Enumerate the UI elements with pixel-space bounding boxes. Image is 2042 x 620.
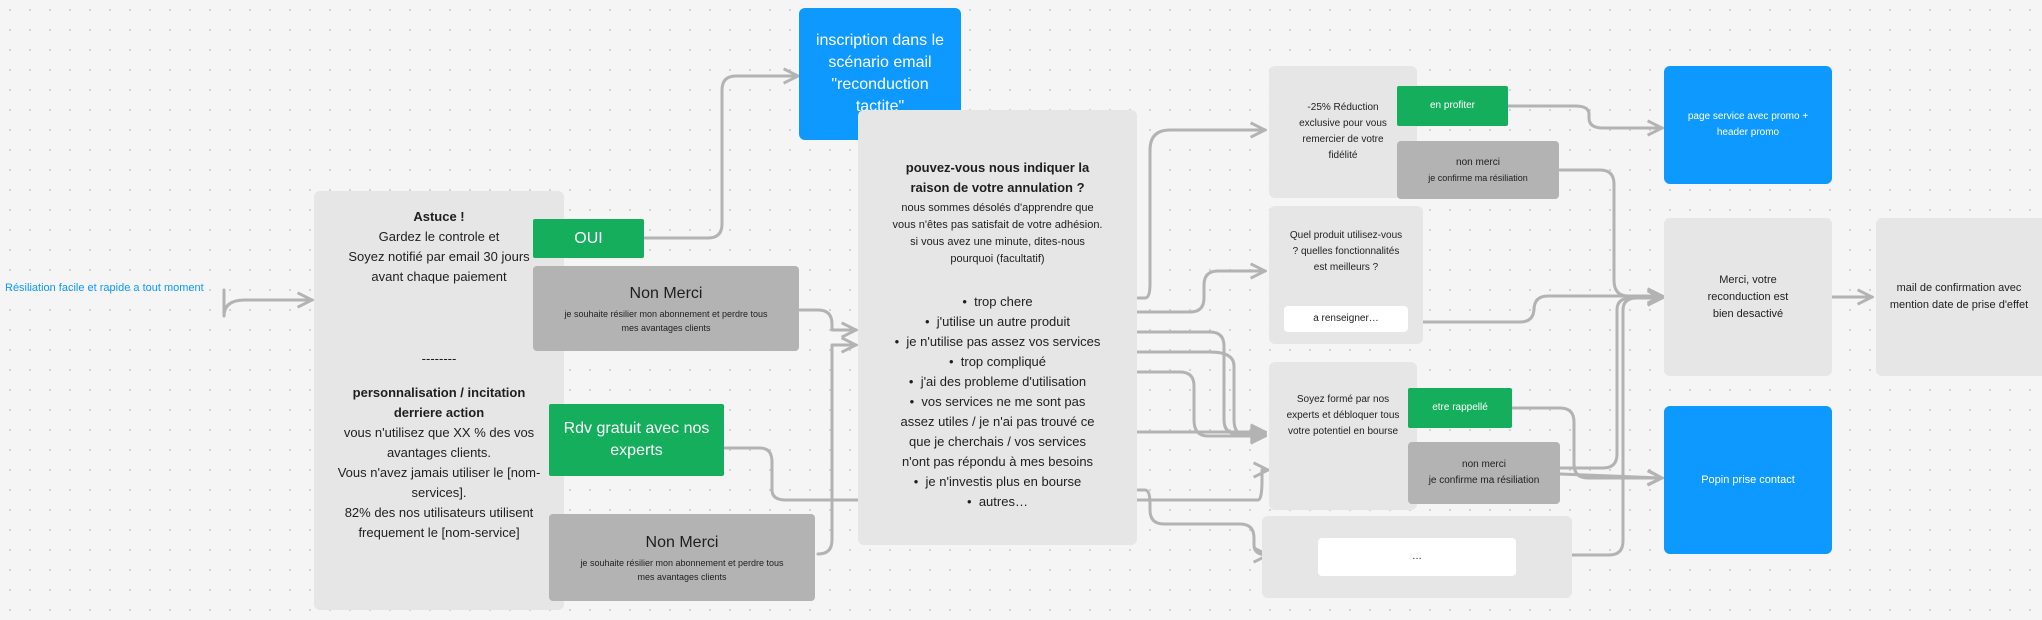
mail-label: mail de confirmation avec mention date d… [1889, 282, 2029, 311]
raison-option-5[interactable]: j'ai des probleme d'utilisation [884, 372, 1111, 392]
non-merci-button-2[interactable]: Non Merci je souhaite résilier mon abonn… [549, 514, 815, 601]
merci-label: Merci, votre reconduction est bien desac… [1707, 273, 1789, 320]
autres-input-value: … [1412, 551, 1422, 562]
arrow-opt8-to-autres [1136, 488, 1268, 555]
arrow-opt1-to-reduction [1136, 130, 1265, 300]
non-merci-button-1[interactable]: Non Merci je souhaite résilier mon abonn… [533, 266, 799, 351]
raison-option-6[interactable]: vos services ne me sont pas assez utiles… [884, 392, 1111, 472]
raison-subtitle: nous sommes désolés d'apprendre que vous… [892, 202, 1103, 265]
arrow-profiter-to-page-service [1506, 104, 1662, 128]
produit-input[interactable]: a renseigner… [1284, 306, 1408, 332]
forme-text: Soyez formé par nos experts et débloquer… [1286, 394, 1400, 437]
raison-option-3[interactable]: je n'utilise pas assez vos services [884, 332, 1111, 352]
forme-confirm-label: je confirme ma résiliation [1428, 475, 1540, 486]
reduction-box: -25% Réduction exclusive pour vous remer… [1269, 66, 1417, 198]
reduction-text: -25% Réduction exclusive pour vous remer… [1299, 102, 1387, 161]
non-merci-2-title: Non Merci [645, 533, 719, 551]
astuce-line-1: Gardez le controle et [378, 229, 500, 244]
arrow-forme-nonmerci-to-merci [1558, 298, 1662, 470]
oui-button[interactable]: OUI [533, 219, 644, 258]
arrow-opt3-to-forme [1136, 330, 1265, 434]
perso-line-3: 82% des nos utilisateurs utilisent frequ… [344, 505, 534, 540]
arrow-opt4-to-forme [1136, 350, 1265, 436]
non-merci-1-sub: je souhaite résilier mon abonnement et p… [564, 308, 768, 333]
forme-box: Soyez formé par nos experts et débloquer… [1269, 362, 1417, 510]
astuce-title: Astuce ! [413, 209, 465, 224]
en-profiter-button[interactable]: en profiter [1397, 86, 1508, 126]
autres-input[interactable]: … [1318, 538, 1516, 576]
arrow-produit-input-to-merci [1408, 296, 1662, 324]
arrow-nonmerci2-to-raison [816, 345, 856, 556]
popin-box: Popin prise contact [1664, 406, 1832, 554]
non-merci-1-title: Non Merci [629, 284, 703, 302]
produit-box: Quel produit utilisez-vous ? quelles fon… [1269, 206, 1423, 344]
arrow-autres-to-merci [1570, 298, 1662, 557]
astuce-line-2: Soyez notifié par email 30 jours [348, 249, 530, 264]
forme-non-merci-button[interactable]: non merci je confirme ma résiliation [1408, 442, 1560, 504]
perso-line-1: vous n'utilisez que XX % des vos avantag… [343, 425, 535, 460]
reduction-non-merci-label: non merci [1456, 157, 1500, 168]
arrow-opt5-to-forme [1136, 370, 1265, 436]
perso-title: personnalisation / incitation derriere a… [352, 385, 526, 420]
forme-non-merci-label: non merci [1462, 459, 1506, 470]
etre-rappelle-button[interactable]: etre rappellé [1408, 388, 1512, 428]
raison-box: pouvez-vous nous indiquer la raison de v… [858, 110, 1137, 545]
etre-rappelle-label: etre rappellé [1432, 402, 1488, 413]
reduction-non-merci-button[interactable]: non merci je confirme ma résiliation [1397, 141, 1559, 199]
produit-input-value: a renseigner… [1313, 313, 1379, 324]
mail-box: mail de confirmation avec mention date d… [1876, 218, 2042, 376]
raison-options: trop chere j'utilise un autre produit je… [884, 292, 1111, 512]
raison-title: pouvez-vous nous indiquer la raison de v… [905, 160, 1090, 195]
raison-option-2[interactable]: j'utilise un autre produit [884, 312, 1111, 332]
autres-box: … [1262, 516, 1572, 598]
produit-text: Quel produit utilisez-vous ? quelles fon… [1289, 230, 1403, 273]
arrow-nonmerci1-to-raison [798, 308, 856, 330]
raison-option-8[interactable]: autres… [884, 492, 1111, 512]
raison-option-7[interactable]: je n'investis plus en bourse [884, 472, 1111, 492]
inscription-label: inscription dans le scénario email "reco… [815, 32, 945, 115]
perso-line-2: Vous n'avez jamais utiliser le [nom-serv… [337, 465, 541, 500]
arrow-reduction-nonmerci-to-merci [1558, 168, 1662, 296]
popin-label: Popin prise contact [1701, 473, 1795, 486]
astuce-line-3: avant chaque paiement [371, 269, 507, 284]
merci-box: Merci, votre reconduction est bien desac… [1664, 218, 1832, 376]
arrow-opt2-to-produit [1136, 271, 1265, 314]
rdv-label: Rdv gratuit avec nos experts [563, 420, 710, 459]
arrow-forme-nonmerci-to-popin [1558, 474, 1662, 478]
non-merci-2-sub: je souhaite résilier mon abonnement et p… [580, 557, 784, 582]
arrow-oui-to-inscription [643, 76, 798, 240]
oui-label: OUI [574, 229, 603, 247]
page-service-label: page service avec promo + header promo [1687, 111, 1809, 138]
raison-option-1[interactable]: trop chere [884, 292, 1111, 312]
arrow-start-to-astuce [222, 288, 312, 318]
start-label: Résiliation facile et rapide a tout mome… [5, 282, 204, 294]
reduction-confirm-label: je confirme ma résiliation [1428, 173, 1528, 183]
page-service-box: page service avec promo + header promo [1664, 66, 1832, 184]
rdv-button[interactable]: Rdv gratuit avec nos experts [549, 404, 724, 476]
astuce-separator: -------- [421, 351, 457, 366]
astuce-box: Astuce ! Gardez le controle et Soyez not… [314, 191, 564, 610]
en-profiter-label: en profiter [1429, 100, 1476, 111]
raison-option-4[interactable]: trop compliqué [884, 352, 1111, 372]
